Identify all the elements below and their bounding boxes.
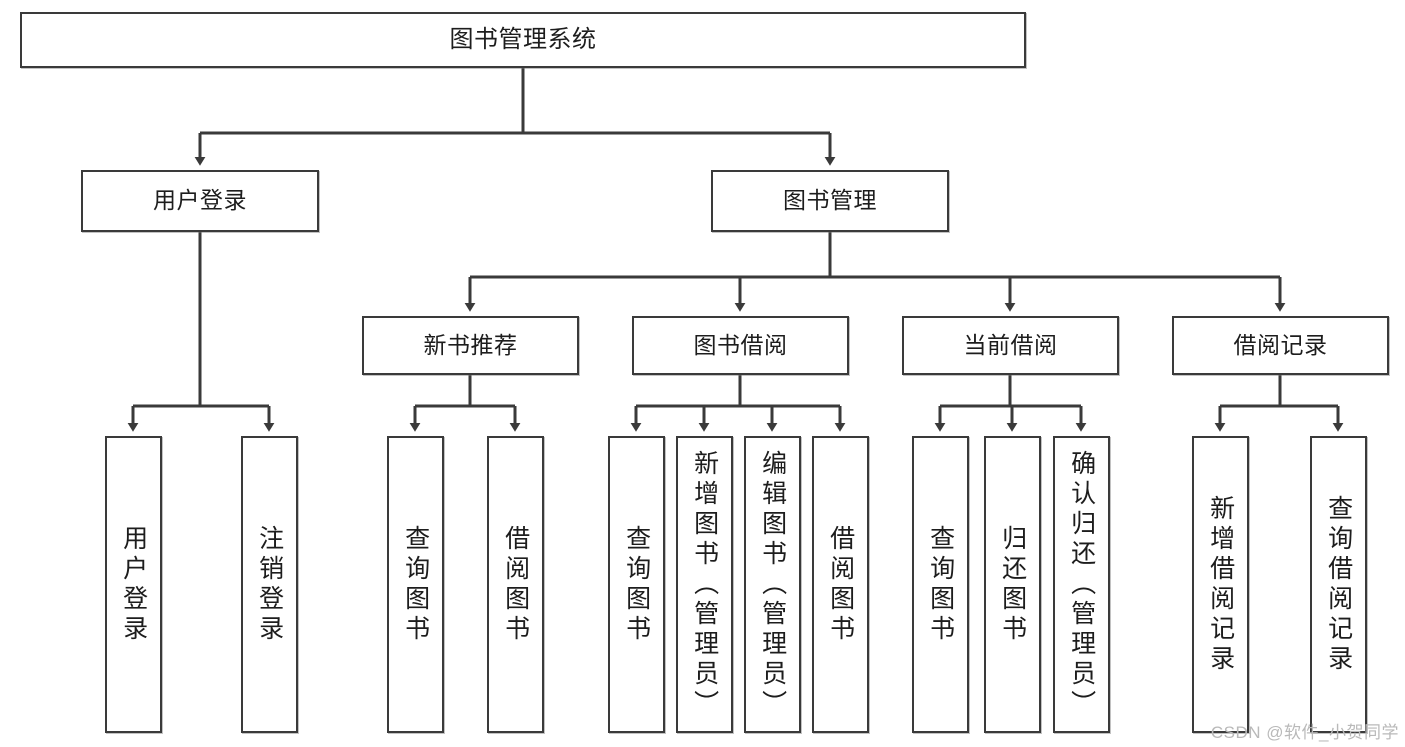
node-book-borrow[interactable]: 图书借阅 bbox=[632, 316, 849, 375]
node-book-manage[interactable]: 图书管理 bbox=[711, 170, 949, 232]
node-new-book-recommend[interactable]: 新书推荐 bbox=[362, 316, 579, 375]
node-label: 借阅记录 bbox=[1233, 331, 1328, 358]
node-user-login[interactable]: 用户登录 bbox=[81, 170, 319, 232]
node-label: 归还图书 bbox=[998, 524, 1027, 645]
node-label: 借阅图书 bbox=[501, 524, 530, 645]
node-borrow-record[interactable]: 借阅记录 bbox=[1172, 316, 1389, 375]
node-label: 借阅图书 bbox=[826, 524, 855, 645]
node-label: 图书管理系统 bbox=[449, 25, 597, 53]
node-leaf-query-book-1[interactable]: 查询图书 bbox=[387, 436, 444, 733]
node-label: 新书推荐 bbox=[423, 331, 518, 358]
node-label: 用户登录 bbox=[153, 187, 247, 214]
node-label: 图书借阅 bbox=[693, 331, 788, 358]
csdn-watermark: CSDN @软件_小贺同学 bbox=[1210, 723, 1399, 742]
node-leaf-query-borrow-record[interactable]: 查询借阅记录 bbox=[1310, 436, 1367, 733]
node-label: 查询借阅记录 bbox=[1324, 494, 1353, 675]
node-leaf-borrow-book-1[interactable]: 借阅图书 bbox=[487, 436, 544, 733]
node-leaf-query-book-2[interactable]: 查询图书 bbox=[608, 436, 665, 733]
node-leaf-logout-login[interactable]: 注销登录 bbox=[241, 436, 298, 733]
node-label: 查询图书 bbox=[926, 524, 955, 645]
node-root-system[interactable]: 图书管理系统 bbox=[20, 12, 1026, 68]
node-label: 用户登录 bbox=[119, 524, 148, 645]
node-label: 确认归还（管理员） bbox=[1067, 449, 1096, 720]
node-label: 新增借阅记录 bbox=[1206, 494, 1235, 675]
node-leaf-return-book[interactable]: 归还图书 bbox=[984, 436, 1041, 733]
node-label: 注销登录 bbox=[255, 524, 284, 645]
node-label: 图书管理 bbox=[783, 187, 877, 214]
node-leaf-confirm-return-admin[interactable]: 确认归还（管理员） bbox=[1053, 436, 1110, 733]
node-label: 编辑图书（管理员） bbox=[758, 449, 787, 720]
node-label: 查询图书 bbox=[401, 524, 430, 645]
node-label: 新增图书（管理员） bbox=[690, 449, 719, 720]
node-current-borrow[interactable]: 当前借阅 bbox=[902, 316, 1119, 375]
node-label: 查询图书 bbox=[622, 524, 651, 645]
node-leaf-query-book-3[interactable]: 查询图书 bbox=[912, 436, 969, 733]
node-leaf-user-login[interactable]: 用户登录 bbox=[105, 436, 162, 733]
node-leaf-edit-book-admin[interactable]: 编辑图书（管理员） bbox=[744, 436, 801, 733]
node-label: 当前借阅 bbox=[963, 331, 1058, 358]
node-leaf-add-book-admin[interactable]: 新增图书（管理员） bbox=[676, 436, 733, 733]
node-leaf-add-borrow-record[interactable]: 新增借阅记录 bbox=[1192, 436, 1249, 733]
node-leaf-borrow-book-2[interactable]: 借阅图书 bbox=[812, 436, 869, 733]
